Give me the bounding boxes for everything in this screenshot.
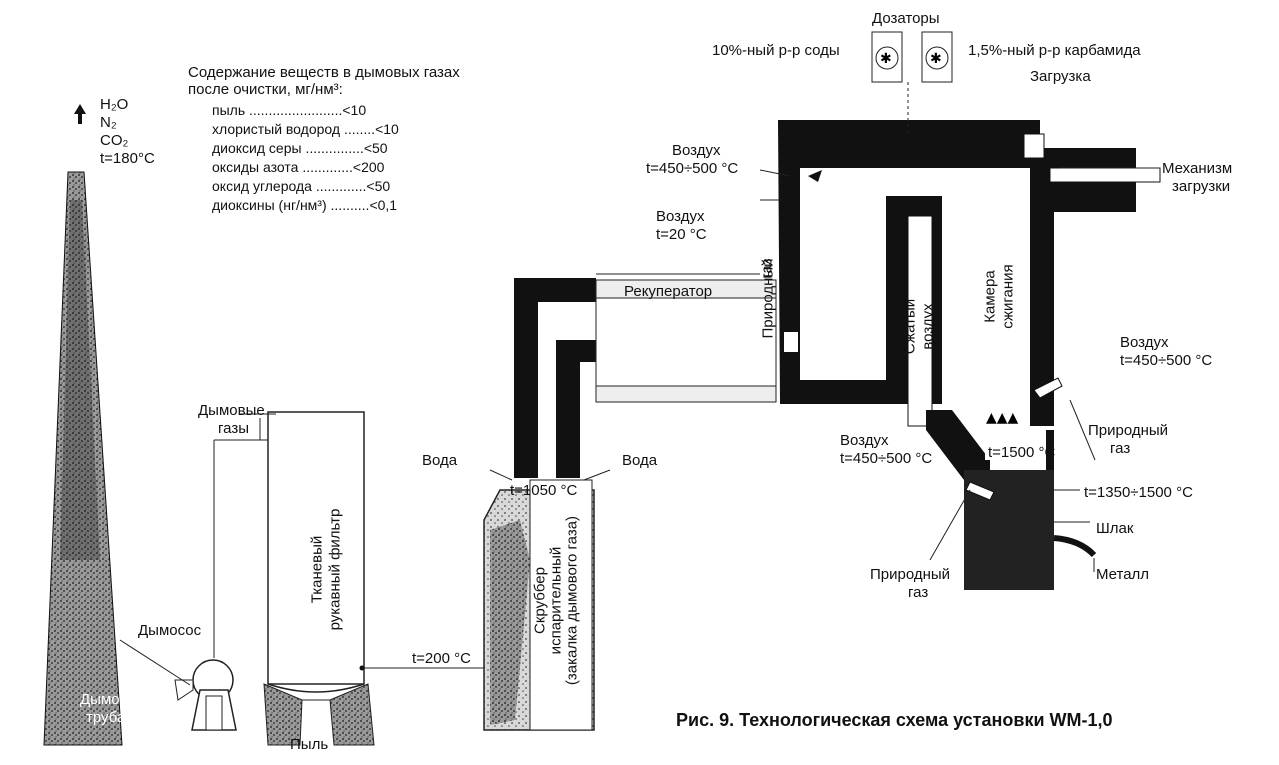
loading-mechanism-1: Механизм xyxy=(1162,160,1233,177)
scrubber-temp: t=1050 °C xyxy=(510,482,578,499)
scrubber-label-2: испарительный xyxy=(547,546,565,655)
gas-content-row: диоксид серы ...............<50 xyxy=(212,140,388,156)
dust-label: Пыль xyxy=(290,736,329,753)
scrubber-label-1: Скруббер xyxy=(531,567,549,634)
air-mid-2: t=450÷500 °C xyxy=(840,450,933,467)
figure-caption: Рис. 9. Технологическая схема установки … xyxy=(676,710,1113,730)
recuperator xyxy=(595,273,777,403)
stack-h2o: H₂O xyxy=(100,96,129,113)
natural-gas-right-2: газ xyxy=(1110,440,1131,457)
air-cold-2: t=20 °C xyxy=(656,226,707,243)
temp-1350: t=1350÷1500 °C xyxy=(1084,484,1193,501)
loading-label: Загрузка xyxy=(1030,68,1091,85)
loading-mechanism-2: загрузки xyxy=(1172,178,1231,195)
gas-content-title-2: после очистки, мг/нм³: xyxy=(188,81,343,98)
dosers: ✱ ✱ xyxy=(871,31,953,136)
stack-co2: CO₂ xyxy=(100,132,129,149)
recuperator-label: Рекуператор xyxy=(624,283,713,300)
doser-soda-label: 10%-ный р-р соды xyxy=(712,42,840,59)
temp-1200: t=1200 °C xyxy=(804,152,872,169)
combustion-chamber-2: сжигания xyxy=(999,264,1017,329)
gas-content-row: оксиды азота .............<200 xyxy=(212,159,384,175)
gas-row-name: оксиды азота xyxy=(212,159,299,175)
gas-row-name: диоксид серы xyxy=(212,140,302,156)
gas-row-dots: .......... xyxy=(330,197,370,213)
water-left-label: Вода xyxy=(422,452,458,469)
gas-row-value: <50 xyxy=(363,140,388,156)
air-hot-top-1: Воздух xyxy=(672,142,721,159)
natural-gas-bottom-1: Природный xyxy=(870,566,951,583)
air-right-2: t=450÷500 °C xyxy=(1120,352,1213,369)
gas-row-value: <50 xyxy=(366,178,391,194)
natural-gas-bottom-2: газ xyxy=(908,584,929,601)
compressed-air-2: воздух xyxy=(919,303,937,350)
flue-gas-label-1: Дымовые xyxy=(198,402,265,419)
temp-1500: t=1500 °C xyxy=(988,444,1056,461)
scrubber-vessel xyxy=(483,479,595,731)
compressed-air-1: Сжатый xyxy=(901,298,919,355)
up-arrow-icon xyxy=(74,104,86,124)
stack-temp: t=180°C xyxy=(100,150,155,167)
stack-label-1: Дымовая xyxy=(80,691,144,708)
gas-row-name: пыль xyxy=(212,102,246,118)
temp-1450: t=1450 °C xyxy=(956,374,1024,391)
stack-label-2: труба xyxy=(86,709,126,726)
svg-text:✱: ✱ xyxy=(930,51,942,67)
gas-row-value: <200 xyxy=(352,159,385,175)
dosers-title: Дозаторы xyxy=(872,10,940,27)
gas-row-value: <10 xyxy=(342,102,367,118)
gas-content-row: оксид углерода .............<50 xyxy=(212,178,390,194)
flame-icon: ▲▲▲ xyxy=(986,410,1019,426)
gas-row-name: хлористый водород xyxy=(212,121,341,137)
water-right-label: Вода xyxy=(622,452,658,469)
bag-filter-label-1: Тканевый xyxy=(308,535,326,604)
air-mid-1: Воздух xyxy=(840,432,889,449)
air-hot-top-2: t=450÷500 °C xyxy=(646,160,739,177)
gas-row-dots: ............. xyxy=(315,178,367,194)
bag-filter-vessel xyxy=(263,411,375,746)
flue-gas-label-2: газы xyxy=(218,420,249,437)
chimney-stack xyxy=(43,171,123,746)
air-cold-1: Воздух xyxy=(656,208,705,225)
combustion-chamber-1: Камера xyxy=(981,270,999,323)
gas-content-title-1: Содержание веществ в дымовых газах xyxy=(188,64,460,81)
gas-content-row: хлористый водород ........<10 xyxy=(212,121,399,137)
metal-label: Металл xyxy=(1096,566,1150,583)
bag-filter-label-2: рукавный фильтр xyxy=(326,508,344,631)
gas-content-row: диоксины (нг/нм³) ..........<0,1 xyxy=(212,197,397,213)
air-right-1: Воздух xyxy=(1120,334,1169,351)
gas-row-dots: ........................ xyxy=(249,102,343,118)
gas-row-dots: ............. xyxy=(302,159,353,175)
gas-row-name: диоксины (нг/нм³) xyxy=(212,197,327,213)
gas-row-dots: ............... xyxy=(305,140,364,156)
svg-text:✱: ✱ xyxy=(880,51,892,67)
natural-gas-right-1: Природный xyxy=(1088,422,1169,439)
fan-icon xyxy=(174,659,237,731)
burner-top-icon xyxy=(808,170,822,182)
gas-row-value: <0,1 xyxy=(369,197,398,213)
stack-n2: N₂ xyxy=(100,114,117,131)
gas-row-value: <10 xyxy=(375,121,399,137)
scrubber-label-3: (закалка дымового газа) xyxy=(563,515,581,686)
gas-content-row: пыль ........................<10 xyxy=(212,102,366,118)
fan-label: Дымосос xyxy=(138,622,202,639)
slag-label: Шлак xyxy=(1096,520,1134,537)
doser-urea-label: 1,5%-ный р-р карбамида xyxy=(968,42,1141,59)
svg-text:▲▲▲: ▲▲▲ xyxy=(986,410,1019,426)
filter-inlet-temp: t=200 °C xyxy=(412,650,471,667)
natural-gas-vertical-2: газ xyxy=(758,258,776,279)
gas-row-dots: ........ xyxy=(343,121,376,137)
gas-duct xyxy=(514,278,596,478)
gas-row-name: оксид углерода xyxy=(212,178,312,194)
